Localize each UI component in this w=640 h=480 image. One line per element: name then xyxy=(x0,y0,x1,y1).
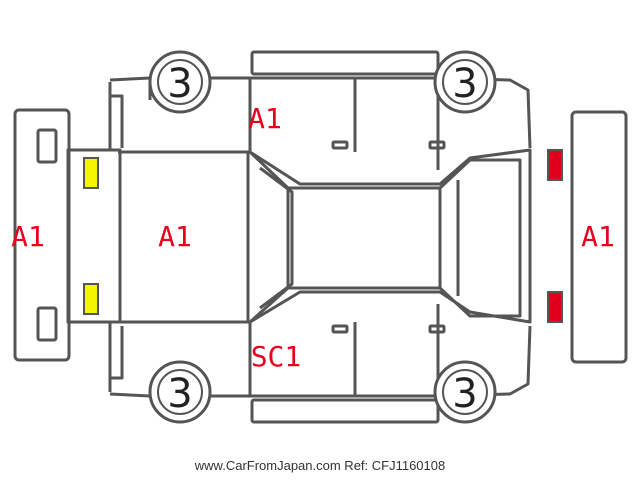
front-bumper-slot-bottom xyxy=(36,306,58,342)
hood-outline xyxy=(66,148,122,324)
side-bottom-handle-rear xyxy=(428,324,446,334)
side-top-handle-front xyxy=(331,140,349,150)
tire-badge-rear-right: 3 xyxy=(452,371,477,417)
tire-rear-left: 3 xyxy=(433,50,497,114)
reference-caption: www.CarFromJapan.com Ref: CFJ1160108 xyxy=(194,458,446,473)
tire-front-left: 3 xyxy=(148,50,212,114)
rear-window xyxy=(438,158,522,318)
tire-front-right: 3 xyxy=(148,360,212,424)
damage-label-front-bumper: A1 xyxy=(11,220,45,253)
car-outline xyxy=(13,50,628,424)
side-top-body xyxy=(108,82,124,150)
front-bumper-slot-top xyxy=(36,128,58,164)
damage-label-left-side: A1 xyxy=(248,102,282,135)
side-bottom-handle-front xyxy=(331,324,349,334)
tire-badge-rear-left: 3 xyxy=(452,61,477,107)
damage-label-hood: A1 xyxy=(158,220,192,253)
side-bottom-body xyxy=(108,322,124,392)
side-top-rocker xyxy=(250,50,440,76)
headlight-bottom xyxy=(83,283,99,315)
windshield-inner xyxy=(259,166,294,310)
damage-label-right-side: SC1 xyxy=(251,340,302,373)
damage-label-rear-bumper: A1 xyxy=(581,220,615,253)
body-outline xyxy=(120,148,532,324)
tire-badge-front-right: 3 xyxy=(167,371,192,417)
headlight-top xyxy=(83,157,99,189)
tire-badge-front-left: 3 xyxy=(167,61,192,107)
side-bottom-rocker xyxy=(250,398,440,424)
roof-panel xyxy=(286,186,442,290)
tire-rear-right: 3 xyxy=(433,360,497,424)
taillight-bottom xyxy=(547,291,563,323)
rear-bumper-outline xyxy=(570,110,628,364)
side-top-handle-rear xyxy=(428,140,446,150)
windshield xyxy=(248,150,290,324)
taillight-top xyxy=(547,149,563,181)
